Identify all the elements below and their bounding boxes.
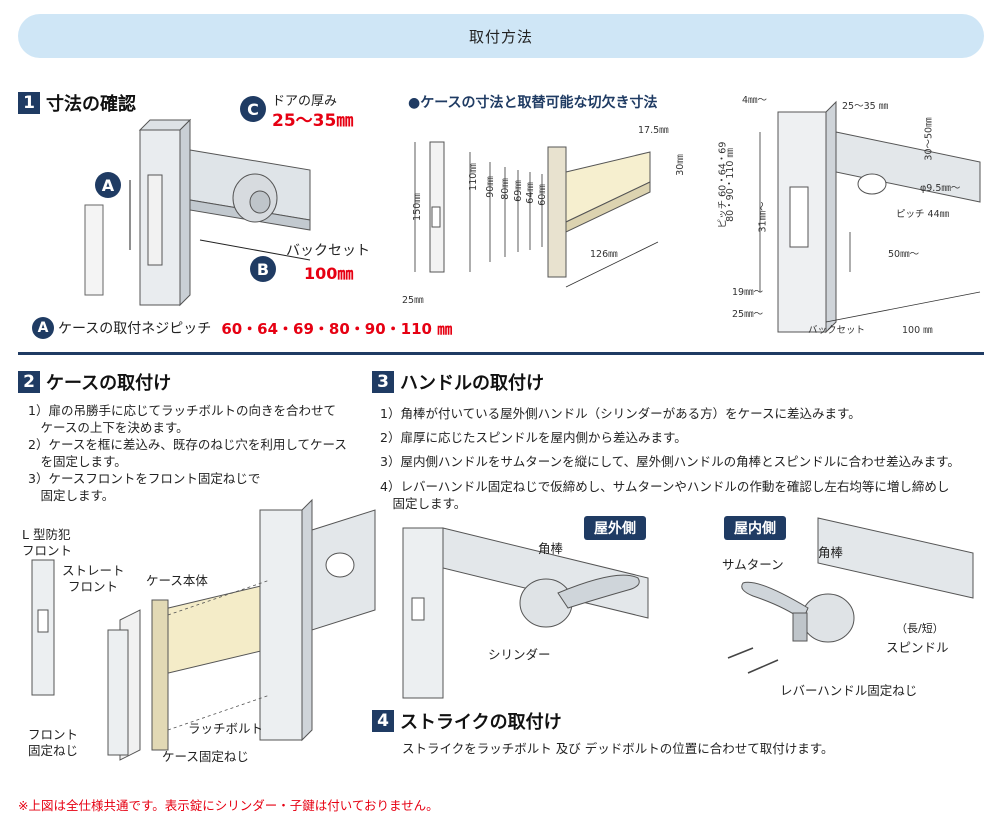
screw-pitch-label: ケースの取付ネジピッチ — [58, 321, 212, 337]
section2-step-1b: ケースの上下を決めます。 — [28, 420, 189, 435]
dim-31: 31㎜〜 — [757, 201, 769, 233]
badge-c: C — [240, 96, 266, 122]
dim-pitch-44: ピッチ 44㎜ — [896, 209, 950, 220]
badge-b-letter: B — [250, 256, 276, 282]
straight-front-label-2: フロント — [68, 579, 119, 594]
section2-heading: 2 ケースの取付け — [18, 369, 171, 395]
door-frame-illustration — [84, 118, 311, 307]
l-front-label-1: L 型防犯 — [22, 527, 71, 542]
dim-126: 126㎜ — [590, 249, 618, 260]
section3-step-3: 3）屋内側ハンドルをサムターンを縦にして、屋外側ハンドルの角棒とスピンドルに合わ… — [380, 454, 960, 469]
section2-title: ケースの取付け — [46, 373, 172, 394]
dim-60: 60㎜ — [536, 184, 548, 206]
section2-step-3b: 固定します。 — [28, 488, 115, 503]
section1-heading: 1 寸法の確認 — [18, 90, 136, 116]
section2-number: 2 — [18, 371, 40, 393]
section3-title: ハンドルの取付け — [400, 373, 544, 394]
screw-pitch-values: 60・64・69・80・90・110 ㎜ — [221, 319, 453, 338]
badge-a-small: A — [32, 317, 54, 339]
section3-step-1: 1）角棒が付いている屋外側ハンドル（シリンダーがある方）をケースに差込みます。 — [380, 406, 861, 421]
section3-number: 3 — [372, 371, 394, 393]
dim-25-35: 25〜35 ㎜ — [842, 101, 889, 112]
section2-step-2b: を固定します。 — [28, 454, 127, 469]
case-screw-label: ケース固定ねじ — [162, 749, 249, 764]
section3-step-2: 2）扉厚に応じたスピンドルを屋内側から差込みます。 — [380, 430, 687, 445]
dim-150: 150㎜ — [411, 193, 423, 221]
door-thickness-label: ドアの厚み — [272, 94, 338, 109]
backset-dim-value: 100 ㎜ — [902, 325, 933, 336]
case-dimension-drawing — [414, 141, 659, 288]
section3-heading: 3 ハンドルの取付け — [372, 369, 544, 395]
dim-30-50: 30〜50㎜ — [923, 117, 935, 161]
l-front-label-2: フロント — [22, 543, 73, 558]
page-banner: 取付方法 — [18, 14, 984, 58]
dim-17-5: 17.5㎜ — [638, 125, 669, 136]
banner-title: 取付方法 — [468, 27, 533, 46]
kakubou-inside-label: 角棒 — [818, 545, 844, 560]
latch-bolt-label: ラッチボルト — [188, 721, 264, 736]
section1-number: 1 — [18, 92, 40, 114]
cylinder-label: シリンダー — [488, 647, 551, 662]
section4-text: ストライクをラッチボルト 及び デッドボルトの位置に合わせて取付けます。 — [402, 741, 834, 756]
dim-9-5: φ9.5㎜〜 — [920, 183, 961, 194]
badge-c-letter: C — [240, 96, 266, 122]
cutout-drawing — [759, 100, 981, 334]
section4-heading: 4 ストライクの取付け — [372, 708, 562, 734]
section2-step-1a: 1）扉の吊勝手に応じてラッチボルトの向きを合わせて — [28, 403, 336, 418]
front-screw-label-1: フロント — [28, 727, 79, 742]
handle-install-illustration — [402, 517, 974, 699]
footnote: ※上図は全仕様共通です。表示錠にシリンダー・子鍵は付いておりません。 — [18, 798, 439, 813]
case-body-label: ケース本体 — [146, 573, 208, 588]
door-thickness-value: 25〜35㎜ — [272, 111, 354, 131]
dim-90: 90㎜ — [484, 176, 496, 198]
section2-steps: 1）扉の吊勝手に応じてラッチボルトの向きを合わせて ケースの上下を決めます。 2… — [28, 402, 347, 504]
backset-label: バックセット — [286, 243, 370, 259]
section2-step-3a: 3）ケースフロントをフロント固定ねじで — [28, 471, 261, 486]
screw-pitch-row: A ケースの取付ネジピッチ 60・64・69・80・90・110 ㎜ — [32, 317, 452, 339]
lever-screw-label: レバーハンドル固定ねじ — [780, 683, 918, 698]
dim-25: 25㎜ — [402, 295, 424, 306]
dim-110: 110㎜ — [467, 163, 479, 191]
section-divider — [18, 352, 984, 355]
thumbturn-label: サムターン — [722, 557, 784, 572]
dim-4: 4㎜〜 — [742, 95, 768, 106]
dim-19: 19㎜〜 — [732, 287, 764, 298]
badge-a: A — [95, 172, 121, 198]
badge-a-letter: A — [95, 172, 121, 198]
section3-step-4: 4）レバーハンドル固定ねじで仮締めし、サムターンやハンドルの作動を確認し左右均等… — [380, 479, 950, 494]
dim-25b: 25㎜〜 — [732, 309, 764, 320]
spindle-sub-label: （長/短） — [896, 622, 944, 635]
outside-tag: 屋外側 — [584, 516, 646, 540]
case-dimension-title: ●ケースの寸法と取替可能な切欠き寸法 — [408, 95, 658, 111]
backset-value: 100㎜ — [304, 264, 354, 283]
section3-steps: 1）角棒が付いている屋外側ハンドル（シリンダーがある方）をケースに差込みます。 … — [380, 402, 960, 512]
straight-front-label-1: ストレート — [62, 563, 125, 578]
section4-number: 4 — [372, 710, 394, 732]
section3-step-4b: 固定します。 — [380, 496, 467, 511]
badge-b: B — [250, 256, 276, 282]
case-install-illustration — [31, 498, 376, 761]
dim-30: 30㎜ — [674, 154, 686, 176]
inside-tag: 屋内側 — [724, 516, 786, 540]
spindle-label: スピンドル — [886, 640, 949, 655]
kakubou-label: 角棒 — [538, 541, 564, 556]
pitch-vertical-2: 80・90・110 ㎜ — [724, 148, 736, 222]
dim-50: 50㎜〜 — [888, 249, 920, 260]
section2-step-2a: 2）ケースを框に差込み、既存のねじ穴を利用してケース — [28, 437, 347, 452]
front-screw-label-2: 固定ねじ — [28, 743, 79, 758]
section1-title: 寸法の確認 — [46, 94, 136, 115]
backset-dim-label: バックセット — [808, 325, 866, 336]
section4-title: ストライクの取付け — [400, 712, 562, 733]
dim-80: 80㎜ — [499, 178, 511, 200]
